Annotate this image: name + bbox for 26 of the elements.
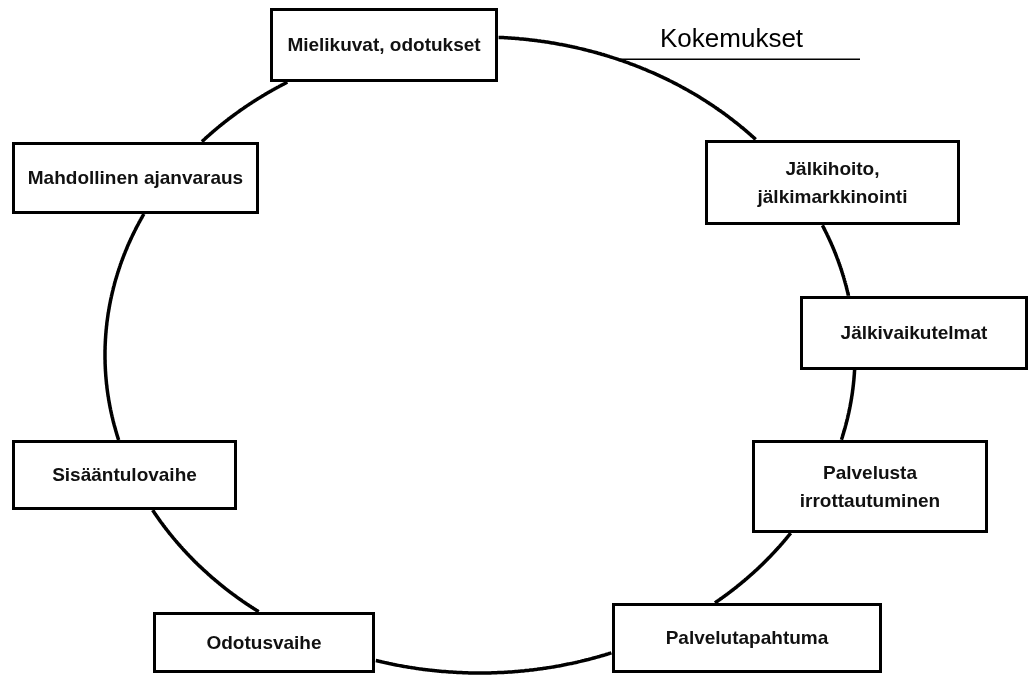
stage-label: Mahdollinen ajanvaraus bbox=[27, 166, 244, 191]
arc-connector bbox=[200, 80, 289, 144]
stage-label: Odotusvaihe bbox=[206, 630, 322, 655]
stage-label: Jälkihoito, jälkimarkkinointi bbox=[756, 156, 909, 209]
arc-connector bbox=[103, 212, 146, 441]
stage-box bbox=[12, 142, 259, 214]
stage-box bbox=[12, 440, 237, 510]
arc-connector bbox=[820, 223, 851, 298]
arc-connector bbox=[151, 508, 260, 614]
arc-connector bbox=[839, 368, 857, 442]
stage-label: Palvelutapahtuma bbox=[665, 626, 829, 651]
heading-text: Kokemukset bbox=[660, 22, 804, 55]
stage-box bbox=[153, 612, 375, 673]
arc-connector bbox=[375, 651, 613, 675]
arc-connector bbox=[713, 531, 793, 605]
stage-box bbox=[705, 140, 960, 225]
stage-box bbox=[800, 296, 1028, 370]
stage-label: Mielikuvat, odotukset bbox=[287, 33, 481, 58]
stage-box bbox=[612, 603, 882, 673]
stage-box bbox=[270, 8, 498, 82]
stage-label: Jälkivaikutelmat bbox=[840, 321, 988, 346]
stage-box bbox=[752, 440, 988, 533]
leader-line bbox=[617, 58, 861, 61]
stage-label: Sisääntulovaihe bbox=[52, 463, 197, 488]
arc-connector bbox=[498, 35, 757, 141]
stage-label: Palvelusta irrottautuminen bbox=[798, 460, 942, 513]
